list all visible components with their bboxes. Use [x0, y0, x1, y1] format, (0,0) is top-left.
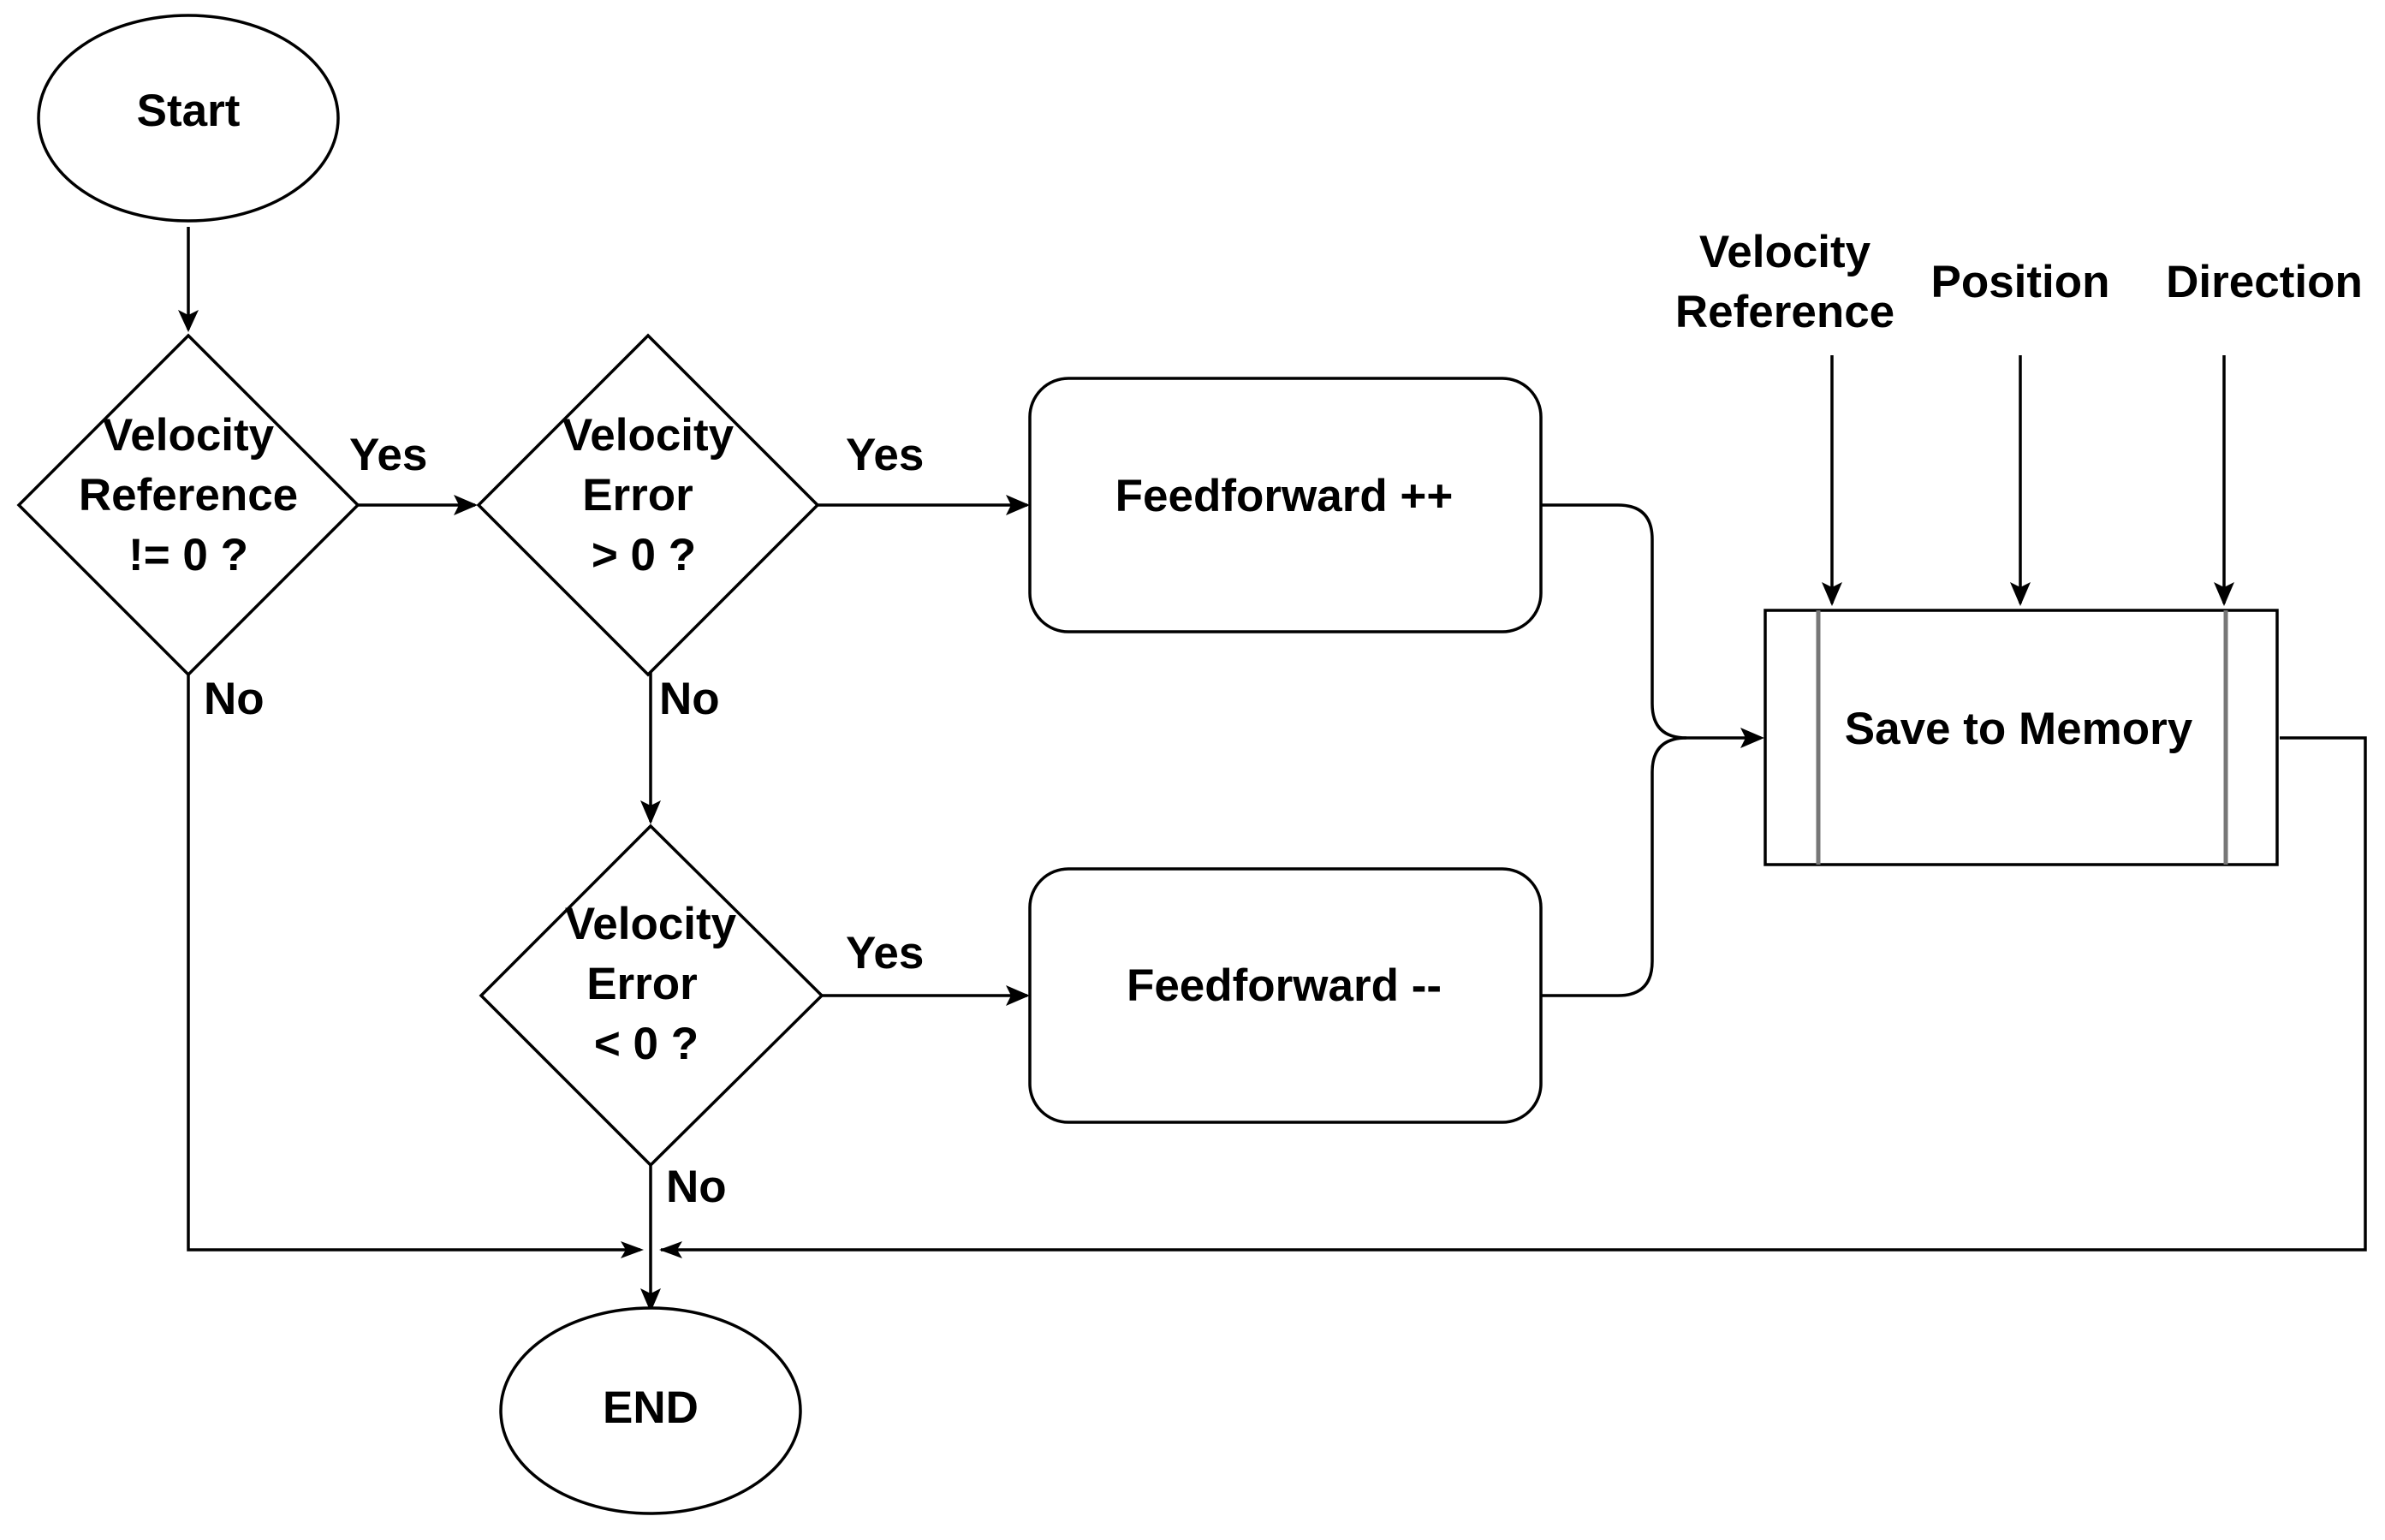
arrowhead [454, 495, 478, 515]
decision2-line2: Error [582, 470, 693, 520]
decision3-line3: < 0 ? [594, 1019, 699, 1069]
feedforward-minus-process: Feedforward -- [1028, 867, 1543, 1124]
arrowhead [1822, 582, 1842, 606]
arrowhead [178, 310, 199, 332]
edge-label-no-decision1: No [204, 674, 265, 724]
feedforward-plus-label: Feedforward ++ [1115, 471, 1454, 521]
input-velocity-reference-line1: Velocity [1699, 227, 1871, 277]
arrowhead [659, 1241, 682, 1258]
decision2-line1: Velocity [562, 410, 735, 461]
arrowhead [1006, 985, 1030, 1006]
input-position-label: Position [1930, 257, 2109, 307]
edge-save-to-end [661, 736, 2367, 1252]
decision1-line1: Velocity [103, 410, 275, 461]
end-node: END [499, 1306, 802, 1515]
decision-velocity-error-positive: Velocity Error > 0 ? [476, 333, 820, 677]
start-node: Start [37, 14, 340, 223]
arrowhead [1006, 495, 1030, 515]
save-to-memory-process: Save to Memory [1763, 609, 2279, 866]
arrowhead [640, 1288, 661, 1312]
arrowhead [2010, 582, 2031, 606]
edge-label-yes-decision1: Yes [349, 430, 427, 480]
edge-label-yes-decision3: Yes [846, 928, 924, 978]
arrowhead [621, 1241, 644, 1258]
edge-decision1-no [187, 672, 640, 1252]
edge-label-no-decision3: No [666, 1162, 727, 1212]
edge-label-no-decision2: No [659, 674, 720, 724]
decision1-line3: != 0 ? [128, 530, 248, 580]
arrowhead [640, 800, 661, 824]
decision2-line3: > 0 ? [592, 530, 696, 580]
input-direction-label: Direction [2166, 257, 2363, 307]
decision-velocity-error-negative: Velocity Error < 0 ? [479, 824, 824, 1168]
edge-label-yes-decision2: Yes [846, 430, 924, 480]
edge-ffplus-to-save [1541, 503, 1761, 740]
arrowhead [2214, 582, 2234, 606]
feedforward-plus-process: Feedforward ++ [1028, 377, 1543, 633]
input-velocity-reference-line2: Reference [1675, 287, 1894, 337]
end-label: END [603, 1382, 699, 1433]
decision1-line2: Reference [79, 470, 298, 520]
decision3-line1: Velocity [565, 899, 737, 949]
start-label: Start [137, 86, 241, 136]
arrowhead [1740, 728, 1764, 748]
feedforward-minus-label: Feedforward -- [1127, 960, 1442, 1011]
save-to-memory-label: Save to Memory [1845, 704, 2193, 754]
edge-ffminus-to-save [1541, 736, 1687, 997]
decision-velocity-reference: Velocity Reference != 0 ? [16, 333, 360, 677]
decision3-line2: Error [586, 959, 698, 1009]
